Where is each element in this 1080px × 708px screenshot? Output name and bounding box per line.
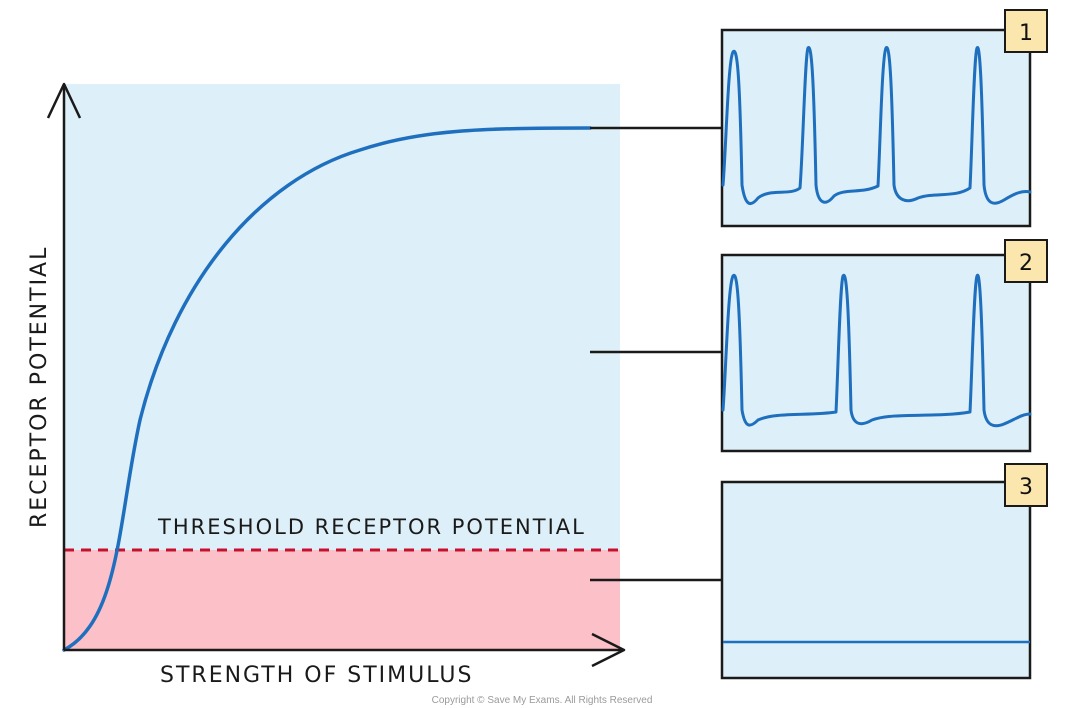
copyright-notice: Copyright © Save My Exams. All Rights Re… [432, 695, 653, 706]
spike-trace-2 [721, 273, 1032, 428]
panel-number-badge-3 [1004, 463, 1048, 507]
panel-number-2: 2 [1019, 251, 1033, 276]
x-axis-label: STRENGTH OF STIMULUS [160, 663, 473, 688]
x-axis [64, 632, 626, 668]
action-potential-panel-3: 3 [720, 463, 1048, 680]
panel-number-1: 1 [1019, 21, 1033, 46]
action-potential-panel-1: 1 [720, 9, 1048, 228]
spike-trace-1 [721, 46, 1032, 206]
panel-number-badge-1 [1004, 9, 1048, 53]
below-threshold-region [64, 550, 620, 650]
graph-background [64, 84, 620, 550]
panel-number-badge-2 [1004, 239, 1048, 283]
y-axis-label: RECEPTOR POTENTIAL [27, 246, 52, 528]
action-potential-panel-2: 2 [720, 239, 1048, 453]
panel-number-3: 3 [1019, 475, 1033, 500]
receptor-potential-curve [62, 126, 592, 652]
threshold-label: THRESHOLD RECEPTOR POTENTIAL [157, 515, 586, 539]
y-axis-arrowhead [46, 82, 82, 119]
y-axis [46, 82, 82, 650]
x-axis-arrowhead [591, 632, 626, 668]
